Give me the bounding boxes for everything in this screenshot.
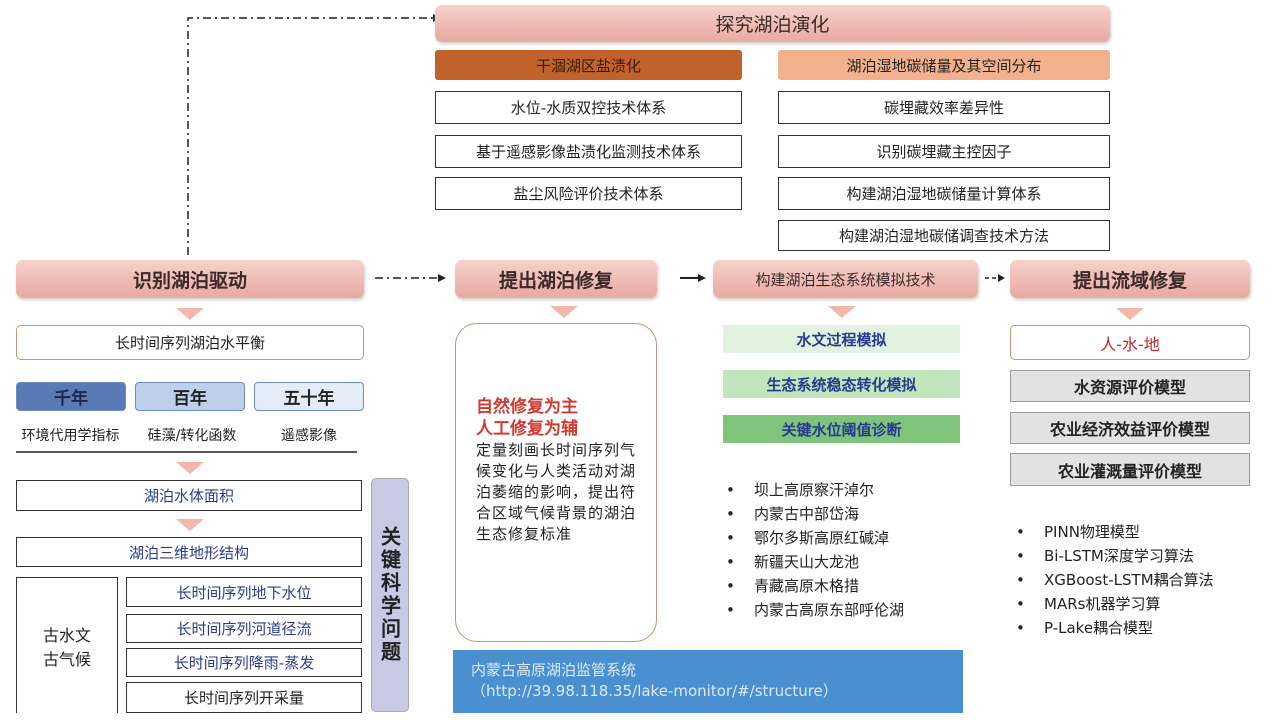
evolution-header: 探究湖泊演化 bbox=[435, 5, 1110, 42]
salinization-item: 盐尘风险评价技术体系 bbox=[435, 177, 742, 210]
scale-method: 遥感影像 bbox=[281, 428, 337, 444]
algorithm-item: MARs机器学习算 bbox=[1016, 592, 1214, 616]
series-item: 长时间序列开采量 bbox=[126, 682, 362, 713]
down-arrow-icon bbox=[550, 306, 578, 318]
down-arrow-icon bbox=[176, 462, 204, 474]
restore-panel: 自然修复为主 人工修复为辅 定量刻画长时间序列气候变化与人类活动对湖泊萎缩的影响… bbox=[455, 323, 657, 642]
lake-item: 鄂尔多斯高原红碱淖 bbox=[726, 526, 904, 550]
carbon-item: 构建湖泊湿地碳储调查技术方法 bbox=[778, 220, 1110, 251]
algorithm-item: PINN物理模型 bbox=[1016, 520, 1214, 544]
salinization-item: 基于遥感影像盐渍化监测技术体系 bbox=[435, 135, 742, 168]
carbon-item: 碳埋藏效率差异性 bbox=[778, 91, 1110, 124]
model-item: 水资源评价模型 bbox=[1010, 370, 1250, 402]
down-arrow-icon bbox=[176, 519, 204, 531]
salinization-header: 干涸湖区盐渍化 bbox=[435, 50, 742, 80]
scale-century: 百年 bbox=[135, 382, 245, 411]
lake-terrain-box: 湖泊三维地形结构 bbox=[16, 537, 362, 567]
restore-header: 提出湖泊修复 bbox=[455, 260, 657, 298]
scale-method: 环境代用学指标 bbox=[21, 428, 120, 444]
algorithm-item: P-Lake耦合模型 bbox=[1016, 616, 1214, 640]
principle-main: 自然修复为主 bbox=[476, 397, 578, 417]
key-question-label: 关键科学问题 bbox=[371, 478, 409, 712]
lake-item: 坝上高原察汗淖尔 bbox=[726, 478, 904, 502]
carbon-header: 湖泊湿地碳储量及其空间分布 bbox=[778, 50, 1110, 80]
down-arrow-icon bbox=[1116, 308, 1144, 320]
lake-item: 内蒙古高原东部呼伦湖 bbox=[726, 598, 904, 622]
system-url[interactable]: （http://39.98.118.35/lake-monitor/#/stru… bbox=[471, 682, 838, 700]
sim-item: 关键水位阈值诊断 bbox=[723, 415, 960, 443]
restore-description: 定量刻画长时间序列气候变化与人类活动对湖泊萎缩的影响，提出符合区域气候背景的湖泊… bbox=[476, 441, 637, 543]
down-arrow-icon bbox=[176, 308, 204, 320]
drivers-header: 识别湖泊驱动 bbox=[16, 260, 364, 298]
algorithm-item: Bi-LSTM深度学习算法 bbox=[1016, 544, 1214, 568]
model-item: 农业经济效益评价模型 bbox=[1010, 412, 1250, 444]
series-item: 长时间序列地下水位 bbox=[126, 577, 362, 607]
scale-fifty-years: 五十年 bbox=[254, 382, 364, 411]
scale-millennium: 千年 bbox=[16, 382, 126, 411]
salinization-item: 水位-水质双控技术体系 bbox=[435, 91, 742, 124]
lake-item: 新疆天山大龙池 bbox=[726, 550, 904, 574]
monitoring-system-link[interactable]: 内蒙古高原湖泊监管系统 （http://39.98.118.35/lake-mo… bbox=[453, 650, 963, 713]
system-name: 内蒙古高原湖泊监管系统 bbox=[471, 661, 637, 679]
principle-secondary: 人工修复为辅 bbox=[476, 419, 578, 439]
sim-item: 生态系统稳态转化模拟 bbox=[723, 370, 960, 398]
paleo-box: 古水文 古气候 bbox=[16, 577, 118, 713]
series-item: 长时间序列降雨-蒸发 bbox=[126, 648, 362, 677]
scale-method: 硅藻/转化函数 bbox=[147, 428, 237, 444]
algorithm-list: PINN物理模型 Bi-LSTM深度学习算法 XGBoost-LSTM耦合算法 … bbox=[1016, 520, 1214, 640]
lake-item: 青藏高原木格措 bbox=[726, 574, 904, 598]
basin-header: 提出流域修复 bbox=[1010, 260, 1250, 298]
lake-list: 坝上高原察汗淖尔 内蒙古中部岱海 鄂尔多斯高原红碱淖 新疆天山大龙池 青藏高原木… bbox=[726, 478, 904, 622]
sim-item: 水文过程模拟 bbox=[723, 325, 960, 353]
simulation-header: 构建湖泊生态系统模拟技术 bbox=[713, 260, 978, 298]
algorithm-item: XGBoost-LSTM耦合算法 bbox=[1016, 568, 1214, 592]
human-water-land-box: 人-水-地 bbox=[1010, 325, 1250, 360]
carbon-item: 识别碳埋藏主控因子 bbox=[778, 135, 1110, 168]
carbon-item: 构建湖泊湿地碳储量计算体系 bbox=[778, 177, 1110, 210]
lake-item: 内蒙古中部岱海 bbox=[726, 502, 904, 526]
model-item: 农业灌溉量评价模型 bbox=[1010, 453, 1250, 486]
series-item: 长时间序列河道径流 bbox=[126, 614, 362, 643]
down-arrow-icon bbox=[828, 306, 856, 318]
water-balance-box: 长时间序列湖泊水平衡 bbox=[16, 325, 364, 360]
lake-area-box: 湖泊水体面积 bbox=[16, 480, 362, 511]
